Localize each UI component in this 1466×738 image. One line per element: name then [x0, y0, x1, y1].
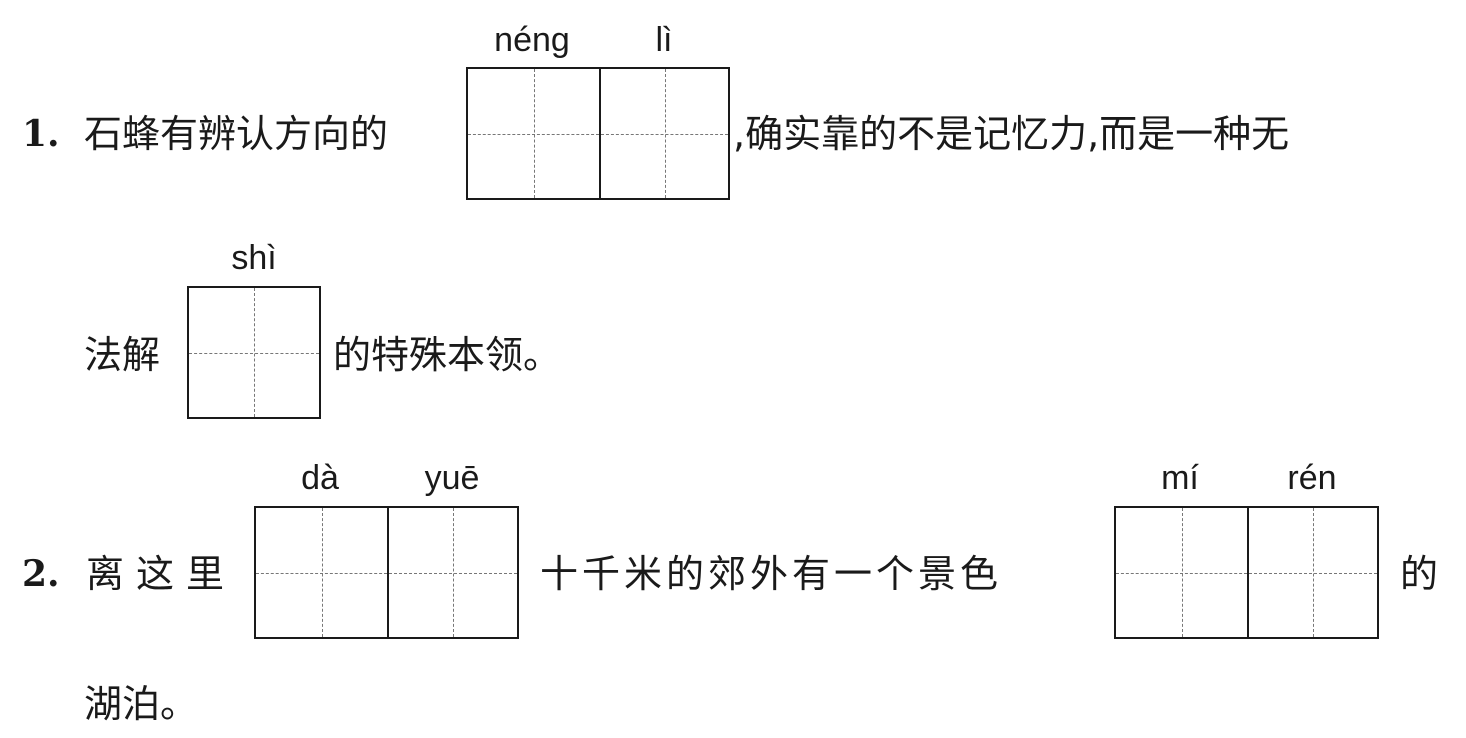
question-number-2: 2.	[22, 553, 60, 595]
q2-line-2-text: 湖泊。	[84, 682, 199, 726]
tianzige-cell[interactable]	[1116, 508, 1247, 637]
q2-text-after-blank-2: 的	[1400, 552, 1439, 596]
q1-text-after-blank-1: ,确实靠的不是记忆力,而是一种无	[733, 112, 1290, 156]
q1-text-before-blank-2: 法解	[84, 333, 161, 377]
question-number-1: 1.	[22, 113, 60, 155]
q1-blank-1-pinyin-1: néng	[494, 21, 570, 59]
q2-answer-box-2[interactable]	[1114, 506, 1379, 639]
tianzige-cell[interactable]	[387, 508, 517, 637]
q2-blank-1-pinyin-2: yuē	[424, 459, 480, 497]
q1-text-after-blank-2: 的特殊本领。	[333, 333, 562, 377]
q1-answer-box-2[interactable]	[187, 286, 321, 419]
q2-blank-1-pinyin-1: dà	[301, 459, 339, 497]
q1-text-before-blank-1: 石蜂有辨认方向的	[84, 112, 389, 156]
q2-text-before-blank-1: 离这里	[86, 552, 237, 596]
q2-blank-2-pinyin-2: rén	[1287, 459, 1337, 497]
q2-text-between-blanks: 十千米的郊外有一个景色	[540, 552, 1003, 596]
q2-blank-2-pinyin-1: mí	[1161, 459, 1199, 497]
q1-answer-box-1[interactable]	[466, 67, 730, 200]
tianzige-cell[interactable]	[599, 69, 728, 198]
q1-blank-1-pinyin-2: lì	[655, 21, 673, 59]
q2-answer-box-1[interactable]	[254, 506, 519, 639]
q1-blank-2-pinyin: shì	[231, 239, 277, 277]
tianzige-cell[interactable]	[468, 69, 599, 198]
tianzige-cell[interactable]	[256, 508, 387, 637]
tianzige-cell[interactable]	[189, 288, 319, 417]
tianzige-cell[interactable]	[1247, 508, 1377, 637]
